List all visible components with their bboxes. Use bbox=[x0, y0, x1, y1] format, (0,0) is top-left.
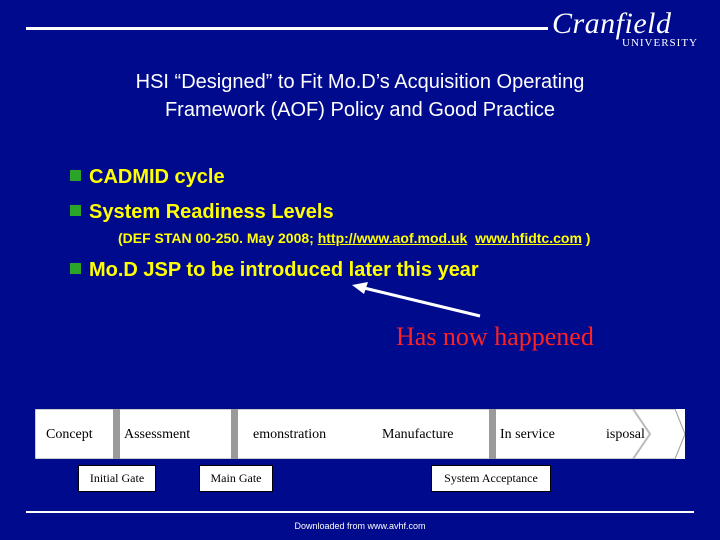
bullet-cadmid: CADMID cycle bbox=[70, 165, 225, 189]
top-rule bbox=[26, 27, 548, 30]
hfidtc-link[interactable]: www.hfidtc.com bbox=[475, 230, 582, 246]
reference-prefix: (DEF STAN 00-250. May 2008; bbox=[118, 230, 318, 246]
title-line-2: Framework (AOF) Policy and Good Practice bbox=[164, 99, 556, 121]
gate-main: Main Gate bbox=[199, 465, 273, 492]
aof-link[interactable]: http://www.aof.mod.uk bbox=[317, 230, 468, 246]
reference-line: (DEF STAN 00-250. May 2008; http://www.a… bbox=[118, 230, 590, 246]
gate-marker bbox=[231, 409, 238, 459]
bullet-square-icon bbox=[70, 170, 81, 181]
bullet-srl: System Readiness Levels bbox=[70, 200, 334, 224]
arrow-shaft bbox=[359, 285, 481, 318]
gate-marker bbox=[489, 409, 496, 459]
gate-marker bbox=[113, 409, 120, 459]
title-line-1: HSI “Designed” to Fit Mo.D’s Acquisition… bbox=[135, 71, 585, 93]
logo-sub: UNIVERSITY bbox=[622, 37, 698, 49]
phase-assessment: Assessment bbox=[124, 427, 191, 442]
phase-concept: Concept bbox=[46, 427, 93, 442]
logo-word: Cranfield bbox=[552, 7, 672, 40]
phase-manufacture: Manufacture bbox=[382, 427, 454, 442]
footer-text: Downloaded from www.avhf.com bbox=[294, 521, 426, 531]
cadmid-phase-strip: Concept Assessment emonstration Manufact… bbox=[35, 409, 685, 459]
bullet-text: Mo.D JSP to be introduced later this yea… bbox=[89, 259, 479, 281]
gate-system-acceptance: System Acceptance bbox=[431, 465, 551, 492]
callout-text: Has now happened bbox=[396, 322, 594, 351]
slide-title: HSI “Designed” to Fit Mo.D’s Acquisition… bbox=[40, 68, 680, 124]
bullet-jsp: Mo.D JSP to be introduced later this yea… bbox=[70, 258, 479, 282]
phase-strip-graphic bbox=[35, 409, 685, 459]
arrow-head bbox=[352, 282, 368, 294]
cranfield-logo: Cranfield UNIVERSITY bbox=[552, 8, 702, 52]
bullet-text: System Readiness Levels bbox=[89, 201, 334, 223]
bottom-rule bbox=[26, 511, 694, 513]
bullet-text: CADMID cycle bbox=[89, 166, 225, 188]
phase-disposal: isposal bbox=[606, 427, 645, 442]
gate-initial: Initial Gate bbox=[78, 465, 156, 492]
reference-suffix: ) bbox=[581, 230, 591, 246]
bullet-square-icon bbox=[70, 263, 81, 274]
phase-in-service: In service bbox=[500, 427, 555, 442]
bullet-square-icon bbox=[70, 205, 81, 216]
phase-demonstration: emonstration bbox=[253, 427, 327, 442]
